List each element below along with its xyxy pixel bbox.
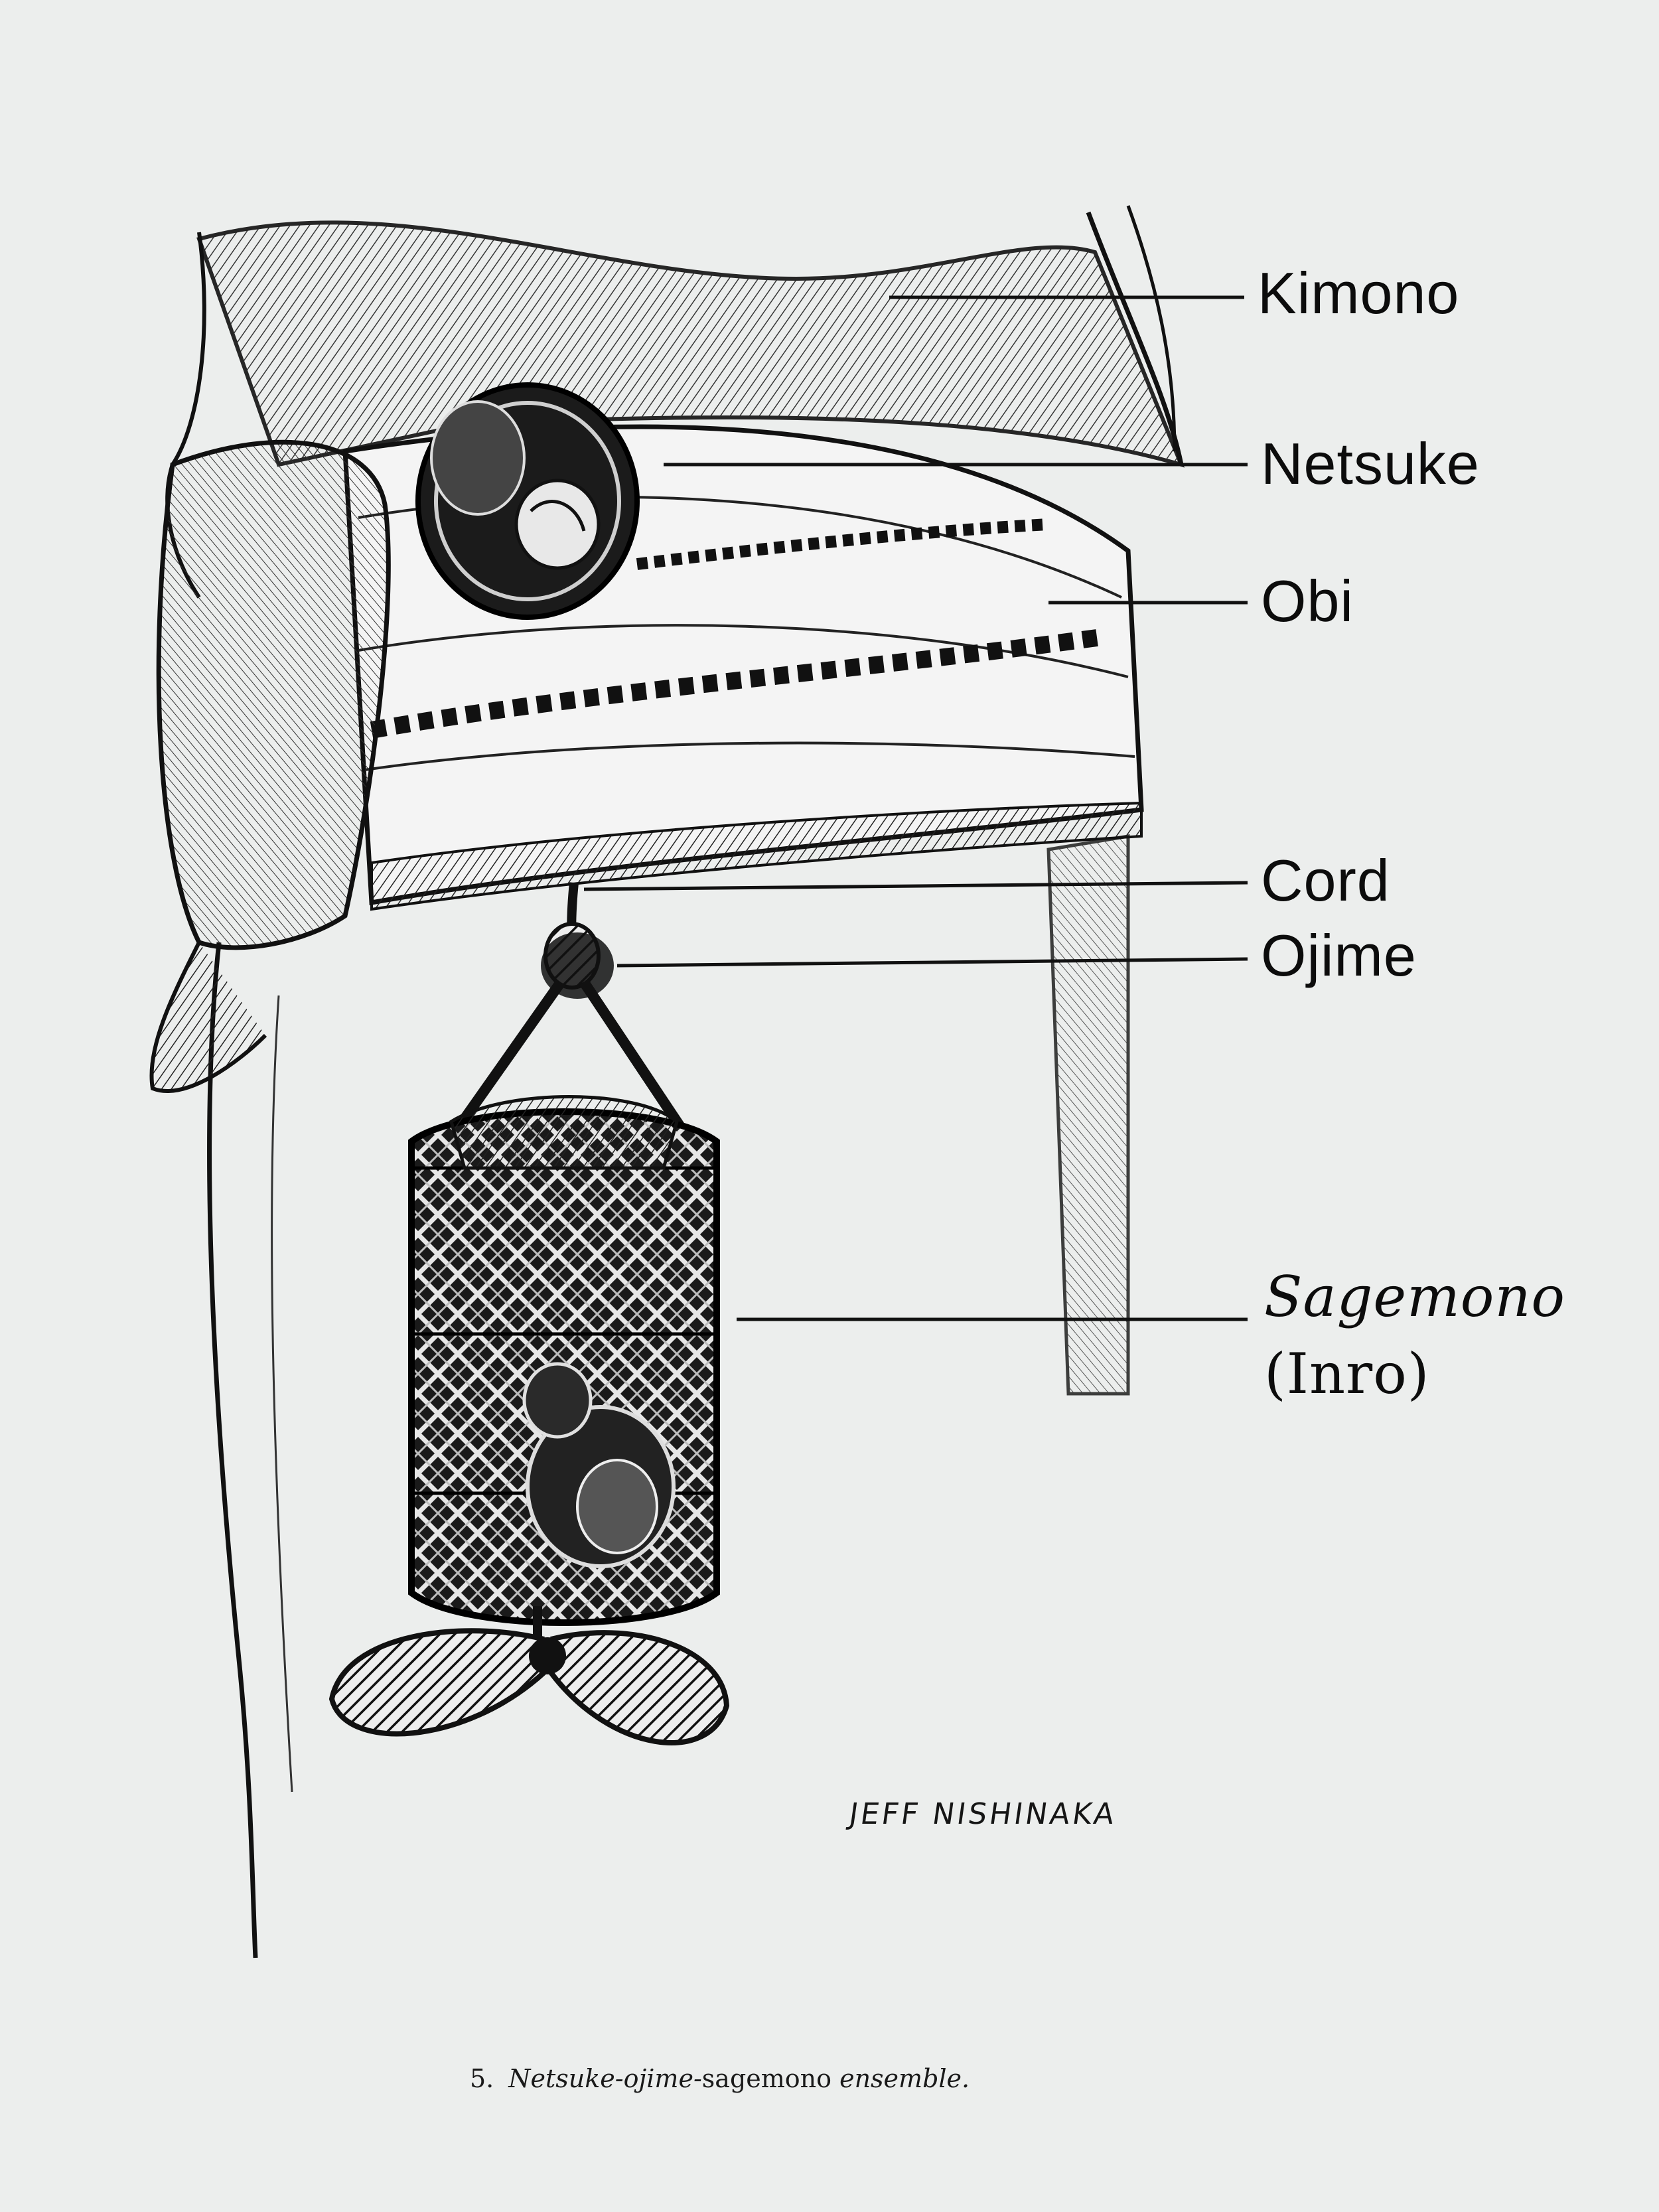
- leader-ojime: [616, 957, 1248, 968]
- artist-signature: JEFF NISHINAKA: [847, 1797, 1119, 1831]
- caption-part3: ensemble.: [831, 2064, 970, 2093]
- kimono-drawing: [165, 205, 1185, 1958]
- cord-drawing: [453, 882, 695, 1145]
- netsuke-drawing: [415, 382, 640, 620]
- label-netsuke: Netsuke: [1261, 431, 1480, 496]
- label-obi: Obi: [1261, 568, 1354, 634]
- label-ojime: Ojime: [1261, 922, 1417, 988]
- figure-caption: 5. Netsuke-ojime-sagemono ensemble.: [470, 2064, 970, 2093]
- caption-number: 5.: [470, 2064, 494, 2093]
- label-sagemono: Sagemono: [1264, 1264, 1566, 1329]
- caption-part1: Netsuke-ojime-: [508, 2064, 702, 2093]
- inro-drawing: [328, 1095, 730, 1745]
- leader-lines: [583, 295, 1248, 1321]
- caption-part2: sagemono: [701, 2064, 832, 2093]
- leader-cord: [583, 881, 1248, 891]
- label-kimono: Kimono: [1258, 260, 1460, 326]
- label-inro: (Inro): [1264, 1341, 1430, 1406]
- obi-drawing: [149, 424, 1144, 1093]
- label-cord: Cord: [1261, 848, 1390, 913]
